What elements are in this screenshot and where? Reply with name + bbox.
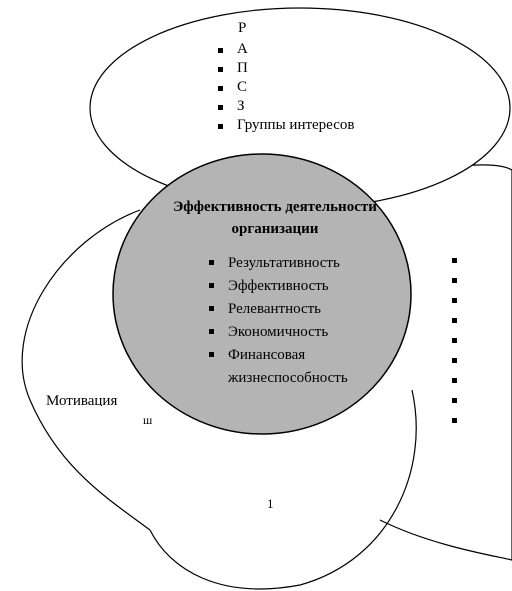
right-bullet [452, 278, 457, 283]
right-bullet [452, 398, 457, 403]
top-oval-item: С [215, 78, 385, 97]
top-oval-item: А [215, 40, 385, 59]
center-item: Эффективность [206, 275, 396, 298]
right-bullet [452, 418, 457, 423]
center-item: Релевантность [206, 298, 396, 321]
left-oval-sublabel: ш [143, 413, 153, 427]
top-oval-item: З [215, 97, 385, 116]
top-oval-list-clip: А П С З Группы интересов [215, 40, 385, 136]
left-petal [21, 209, 151, 531]
center-item: Экономичность [206, 321, 396, 344]
center-title: Эффективность деятельности организации [173, 199, 377, 237]
center-item: Финансовая жизнеспособность [206, 344, 378, 390]
left-oval-label: Мотивация [46, 393, 118, 406]
right-bullet [452, 258, 457, 263]
top-oval-title-clip: Р [238, 20, 378, 32]
top-oval-title: Р [238, 20, 247, 32]
center-circle [112, 153, 412, 435]
bottom-label: 1 [267, 496, 274, 511]
left-oval-label-clip: Мотивация [46, 393, 136, 406]
top-oval-list: А П С З Группы интересов [215, 40, 385, 135]
center-item: Результативность [206, 252, 396, 275]
right-bullet [452, 318, 457, 323]
bottom-petal [149, 389, 417, 590]
right-bullet [452, 298, 457, 303]
top-oval-item: Группы интересов [215, 116, 385, 135]
top-oval-item: П [215, 59, 385, 78]
right-bullet [452, 378, 457, 383]
right-bullet [452, 358, 457, 363]
right-bullet [452, 338, 457, 343]
center-list: Результативность Эффективность Релевантн… [206, 252, 396, 390]
